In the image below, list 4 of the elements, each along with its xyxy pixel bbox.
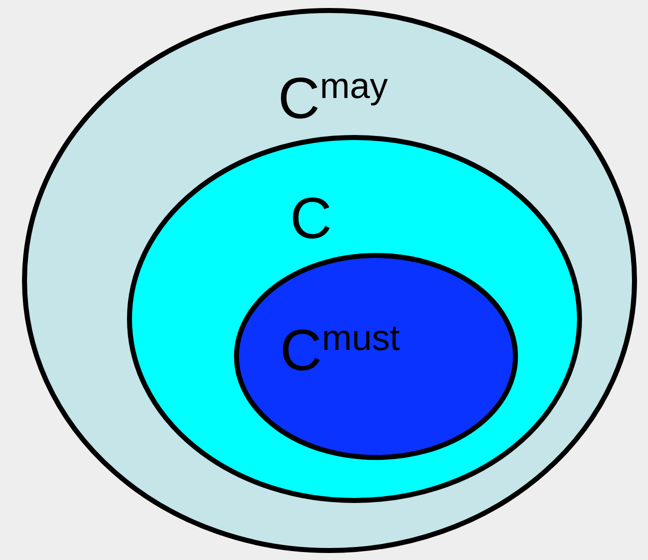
set-label: C$^{may}$ [278, 70, 388, 128]
set-label: C$^{must}$ [280, 322, 400, 380]
set-label: C [290, 190, 332, 248]
set-ellipse [234, 253, 518, 460]
